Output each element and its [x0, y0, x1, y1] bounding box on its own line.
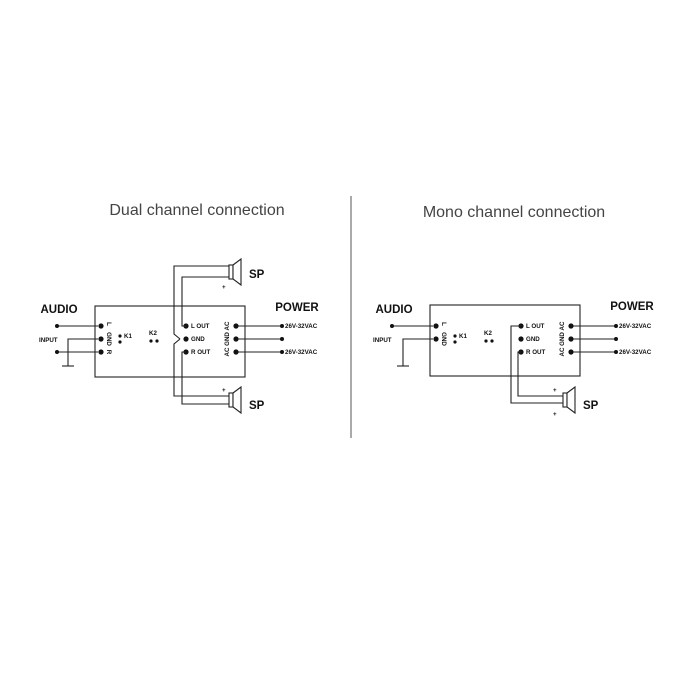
- mono-k2-pin-b: [490, 339, 494, 343]
- mono-power-ac2-label: AC: [559, 347, 566, 356]
- dual-k2-pin-a: [149, 339, 153, 343]
- mono-pin-gnd-label: GND: [440, 332, 447, 346]
- dual-speaker-bottom-magnet: [228, 392, 234, 408]
- dual-k2-pin-b: [155, 339, 159, 343]
- dual-sp-bottom-plus: +: [222, 387, 226, 394]
- dual-sp-top-plus: +: [222, 284, 226, 291]
- mono-power-ac2-terminal: [614, 350, 618, 354]
- dual-channel-diagram: Dual channel connection AUDIO POWER INPU…: [39, 202, 319, 415]
- mono-pin-l-label: L: [440, 322, 447, 326]
- dual-power-ac2-pin: [233, 349, 239, 355]
- dual-sp-bottom-label: SP: [249, 400, 265, 412]
- mono-power-ac1-label: AC: [559, 321, 566, 330]
- dual-power-ac1-terminal: [280, 324, 284, 328]
- mono-audio-label: AUDIO: [375, 304, 412, 316]
- dual-speaker-bottom-cone: [232, 385, 242, 415]
- dual-pin-r: [98, 349, 104, 355]
- dual-power-ac1-label: AC: [224, 321, 231, 330]
- mono-lout-label: L OUT: [526, 323, 545, 330]
- mono-k1-label: K1: [459, 333, 467, 340]
- dual-pin-l: [98, 323, 104, 329]
- mono-sp-plus-bottom: +: [553, 411, 557, 418]
- mono-power-ac1-terminal: [614, 324, 618, 328]
- dual-k1-pin-a: [118, 334, 122, 338]
- dual-input-r-terminal: [55, 350, 59, 354]
- dual-k1-label: K1: [124, 333, 132, 340]
- mono-pin-out-gnd: [518, 336, 524, 342]
- dual-spk-bottom-wire-a: [173, 338, 229, 397]
- mono-sp-plus-top: +: [553, 387, 557, 394]
- mono-pin-gnd: [433, 336, 439, 342]
- dual-k2-label: K2: [149, 330, 157, 337]
- mono-sp-label: SP: [583, 400, 599, 412]
- mono-speaker-cone: [566, 385, 576, 415]
- dual-pin-gnd: [98, 336, 104, 342]
- mono-k2-label: K2: [484, 330, 492, 337]
- dual-pin-out-gnd: [183, 336, 189, 342]
- dual-audio-label: AUDIO: [40, 304, 77, 316]
- mono-power-gnd-terminal: [614, 337, 618, 341]
- mono-k1-pin-a: [453, 334, 457, 338]
- dual-power-gnd-label: GND: [224, 332, 231, 346]
- dual-out-gnd-label: GND: [191, 336, 205, 343]
- dual-title: Dual channel connection: [109, 202, 284, 219]
- dual-voltage-bottom: 26V-32VAC: [285, 349, 318, 356]
- mono-voltage-bottom: 26V-32VAC: [619, 349, 652, 356]
- mono-spk-wire-a: [510, 325, 563, 404]
- dual-spk-bottom-wire-b: [181, 351, 229, 405]
- dual-input-label: INPUT: [39, 337, 58, 344]
- dual-k1-pin-b: [118, 340, 122, 344]
- dual-spk-top-wire-a: [181, 276, 229, 327]
- mono-spk-wire-b: [517, 351, 563, 397]
- dual-power-gnd-pin: [233, 336, 239, 342]
- dual-power-ac1-pin: [233, 323, 239, 329]
- mono-rout-label: R OUT: [526, 349, 545, 356]
- dual-lout-label: L OUT: [191, 323, 210, 330]
- dual-sp-top-label: SP: [249, 269, 265, 281]
- dual-power-ac2-label: AC: [224, 347, 231, 356]
- mono-input-l-terminal: [390, 324, 394, 328]
- dual-power-label: POWER: [275, 302, 319, 314]
- mono-out-gnd-label: GND: [526, 336, 540, 343]
- mono-pin-l: [433, 323, 439, 329]
- dual-rout-label: R OUT: [191, 349, 210, 356]
- dual-power-gnd-terminal: [280, 337, 284, 341]
- dual-speaker-top-cone: [232, 257, 242, 287]
- mono-power-ac2-pin: [568, 349, 574, 355]
- dual-pin-gnd-label: GND: [105, 332, 112, 346]
- dual-voltage-top: 26V-32VAC: [285, 323, 318, 330]
- mono-speaker-magnet: [562, 392, 568, 408]
- mono-power-label: POWER: [610, 301, 654, 313]
- mono-k2-pin-a: [484, 339, 488, 343]
- dual-module-box: [94, 305, 246, 378]
- mono-power-gnd-pin: [568, 336, 574, 342]
- mono-title: Mono channel connection: [423, 204, 605, 221]
- mono-voltage-top: 26V-32VAC: [619, 323, 652, 330]
- mono-channel-diagram: Mono channel connection AUDIO POWER INPU…: [373, 204, 654, 418]
- mono-power-ac1-pin: [568, 323, 574, 329]
- dual-input-gnd-wire: [67, 338, 98, 366]
- dual-input-l-terminal: [55, 324, 59, 328]
- dual-pin-l-label: L: [105, 322, 112, 326]
- mono-k1-pin-b: [453, 340, 457, 344]
- dual-spk-top-wire-b: [173, 265, 229, 340]
- dual-speaker-top-magnet: [228, 264, 234, 280]
- dual-power-ac2-terminal: [280, 350, 284, 354]
- mono-input-label: INPUT: [373, 337, 392, 344]
- mono-module-box: [429, 304, 581, 377]
- mono-input-gnd-wire: [402, 338, 433, 366]
- mono-power-gnd-label: GND: [559, 332, 566, 346]
- dual-pin-r-label: R: [105, 350, 112, 355]
